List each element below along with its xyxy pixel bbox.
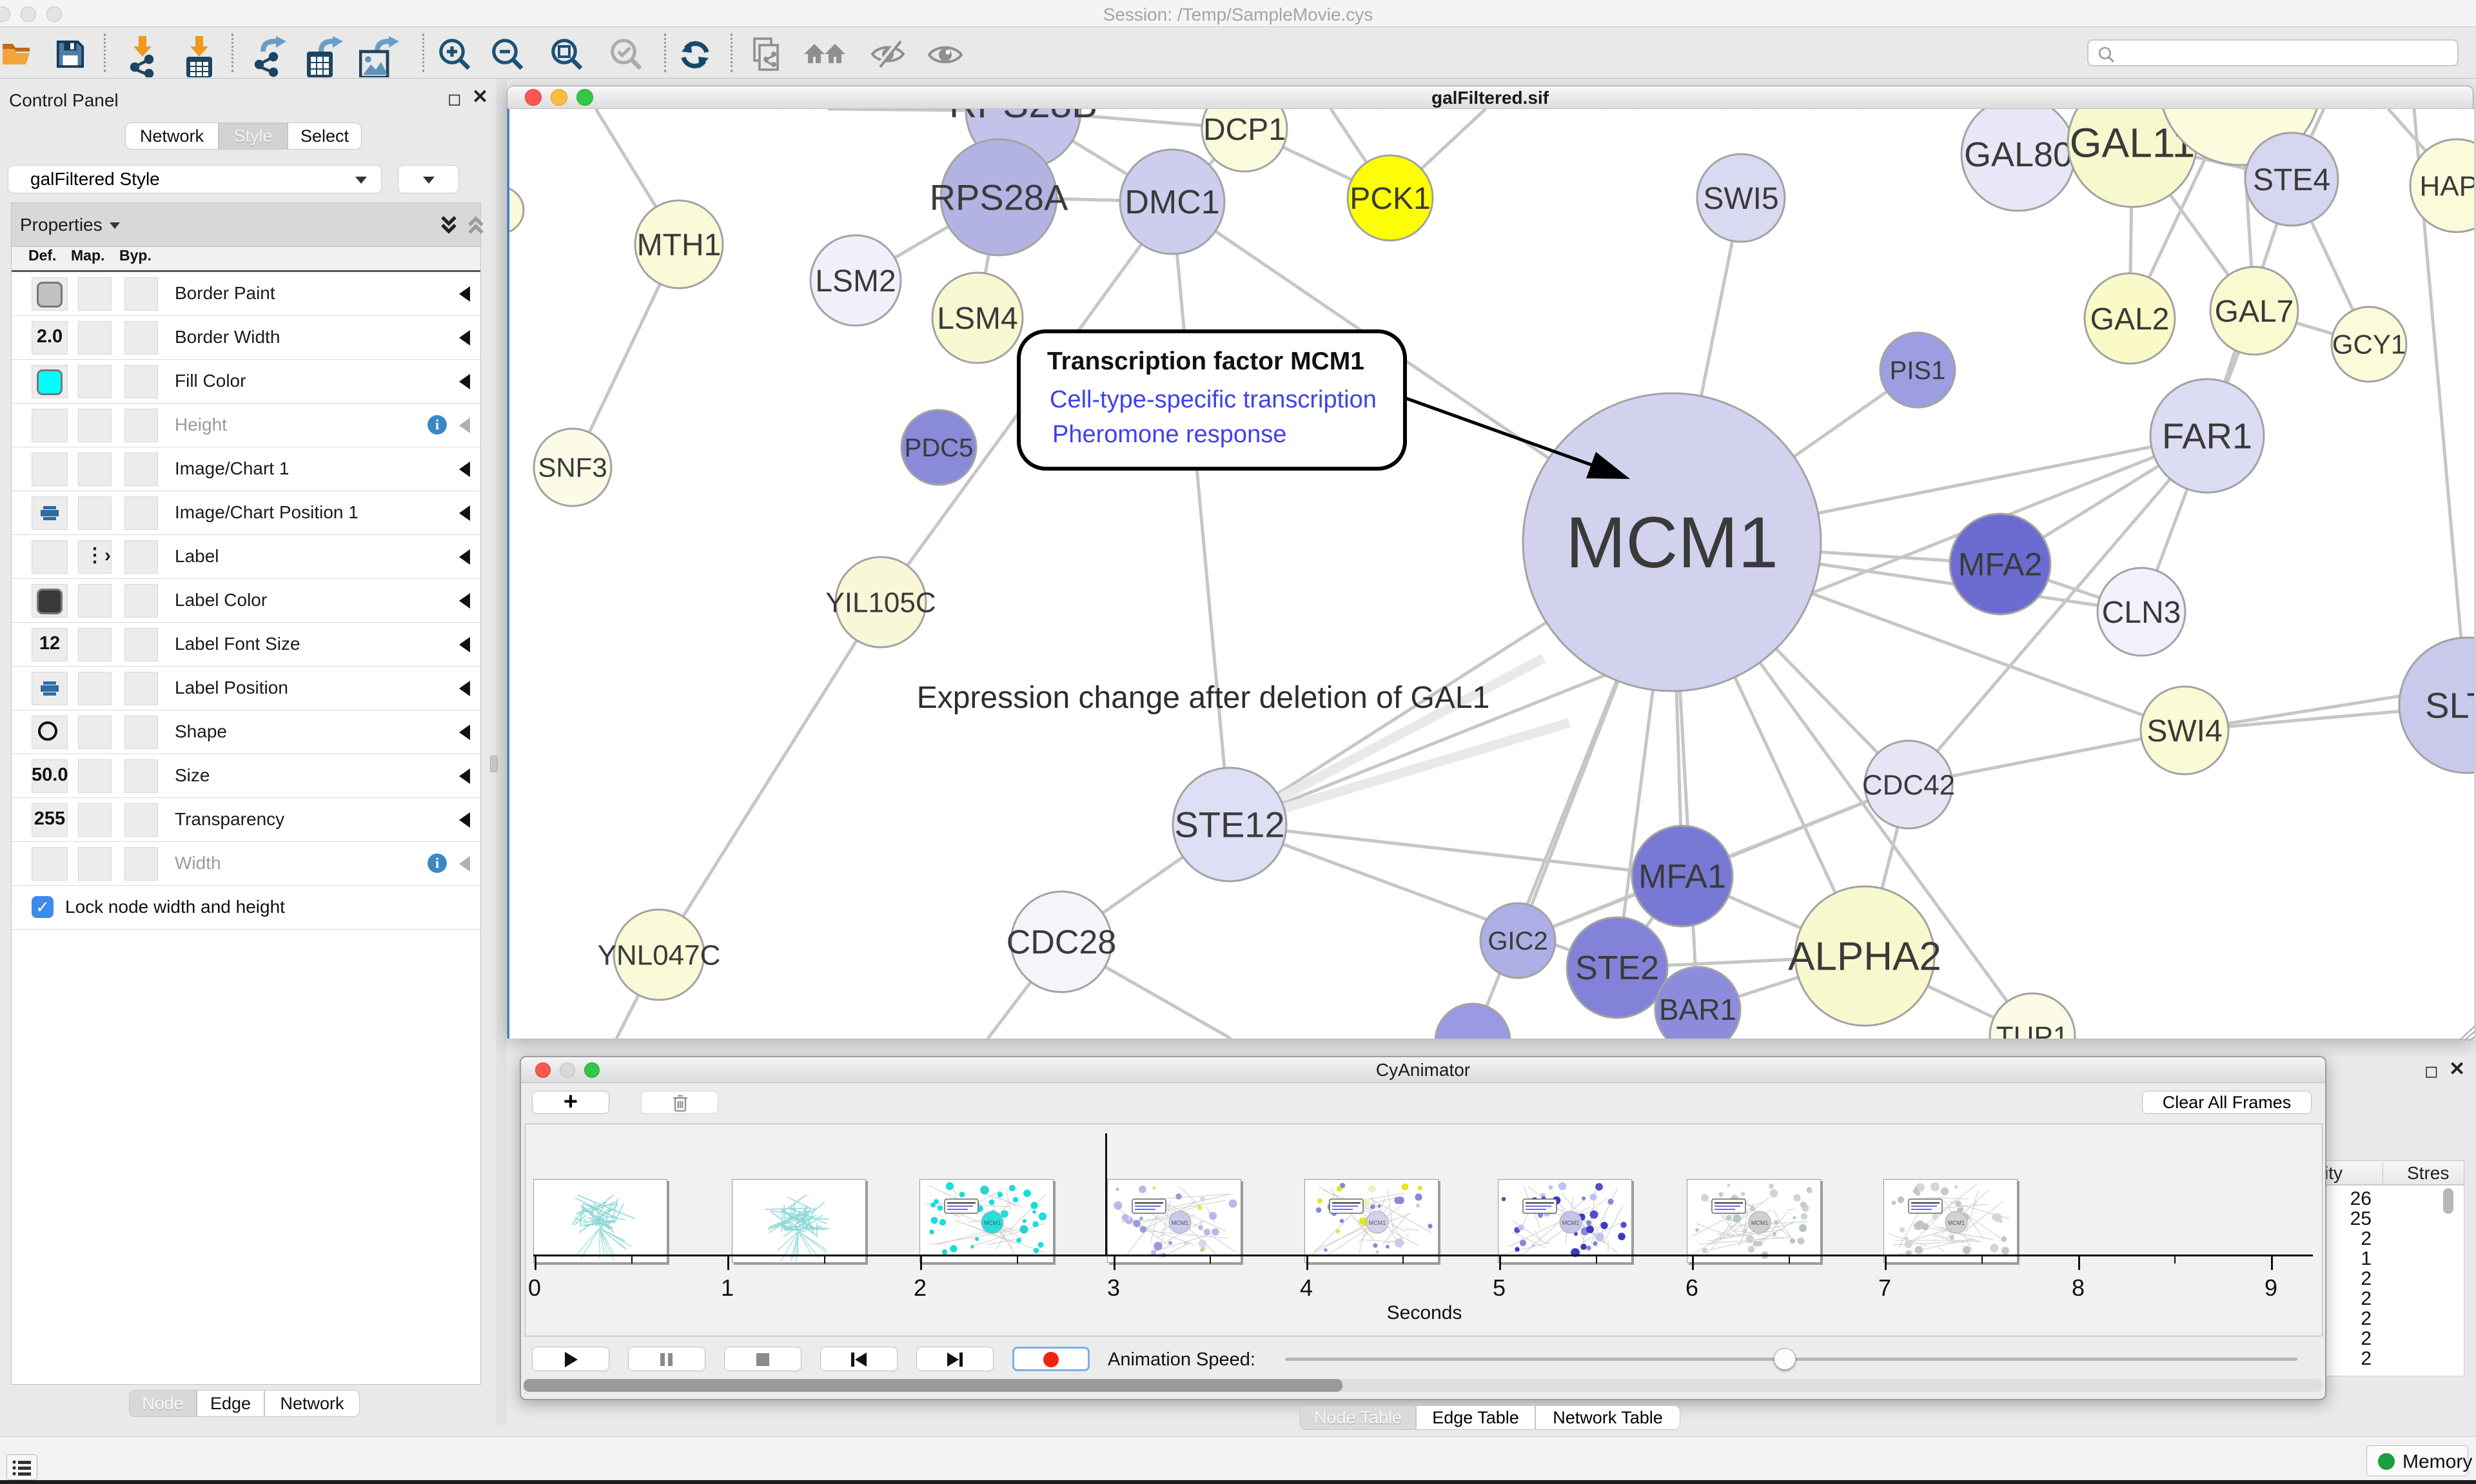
svg-text:YIL105C: YIL105C xyxy=(825,587,936,618)
svg-text:YNL047C: YNL047C xyxy=(598,939,721,971)
svg-text:RPS28A: RPS28A xyxy=(930,177,1068,218)
svg-text:DCP1: DCP1 xyxy=(1203,113,1286,147)
svg-text:SWI5: SWI5 xyxy=(1703,182,1778,216)
svg-text:STE12: STE12 xyxy=(1174,805,1284,845)
svg-text:TUP1: TUP1 xyxy=(1996,1020,2068,1039)
svg-text:MCM1: MCM1 xyxy=(984,1220,1001,1226)
svg-text:DMC1: DMC1 xyxy=(1125,184,1219,221)
svg-text:ALPHA2: ALPHA2 xyxy=(1788,935,1941,979)
svg-text:LSM2: LSM2 xyxy=(815,264,896,298)
svg-text:CDC28: CDC28 xyxy=(1007,924,1117,961)
svg-text:MCM1: MCM1 xyxy=(1562,1220,1580,1226)
svg-text:FAR1: FAR1 xyxy=(2162,416,2252,456)
svg-text:MCM1: MCM1 xyxy=(1172,1220,1189,1226)
svg-text:LSM4: LSM4 xyxy=(937,302,1017,336)
svg-text:MCM1: MCM1 xyxy=(1369,1220,1386,1226)
svg-text:HAP2: HAP2 xyxy=(2420,170,2474,202)
svg-text:GAL80: GAL80 xyxy=(1964,135,2072,174)
svg-text:Transcription factor MCM1: Transcription factor MCM1 xyxy=(1047,347,1364,375)
svg-text:GAL7: GAL7 xyxy=(2215,295,2294,329)
svg-text:MFA2: MFA2 xyxy=(1958,547,2043,583)
svg-text:GAL2: GAL2 xyxy=(2090,302,2170,337)
svg-text:Cell-type-specific transcripti: Cell-type-specific transcription xyxy=(1050,386,1377,413)
svg-text:PCK1: PCK1 xyxy=(1350,182,1430,216)
svg-text:SNF3: SNF3 xyxy=(538,453,607,483)
svg-text:PIS1: PIS1 xyxy=(1890,356,1946,385)
svg-text:MCM1: MCM1 xyxy=(1751,1220,1769,1226)
svg-text:MFA1: MFA1 xyxy=(1638,858,1726,895)
svg-text:Pheromone response: Pheromone response xyxy=(1052,421,1286,448)
svg-text:MTH1: MTH1 xyxy=(637,228,722,262)
svg-text:Expression change after deleti: Expression change after deletion of GAL1 xyxy=(917,681,1490,715)
svg-text:CDC42: CDC42 xyxy=(1862,769,1955,801)
svg-text:BAR1: BAR1 xyxy=(1659,993,1736,1026)
svg-text:MCM1: MCM1 xyxy=(1566,502,1778,583)
svg-text:RPS28B: RPS28B xyxy=(949,109,1097,126)
svg-text:STE2: STE2 xyxy=(1575,950,1659,987)
svg-text:MCM1: MCM1 xyxy=(1948,1220,1965,1226)
svg-text:GCY1: GCY1 xyxy=(2332,329,2406,360)
svg-text:STE4: STE4 xyxy=(2253,163,2330,197)
svg-text:GIC2: GIC2 xyxy=(1488,927,1548,955)
svg-text:SLT2: SLT2 xyxy=(2425,685,2474,726)
svg-text:SWI4: SWI4 xyxy=(2147,714,2222,748)
svg-text:CLN3: CLN3 xyxy=(2102,596,2181,630)
svg-text:PDC5: PDC5 xyxy=(905,434,974,462)
